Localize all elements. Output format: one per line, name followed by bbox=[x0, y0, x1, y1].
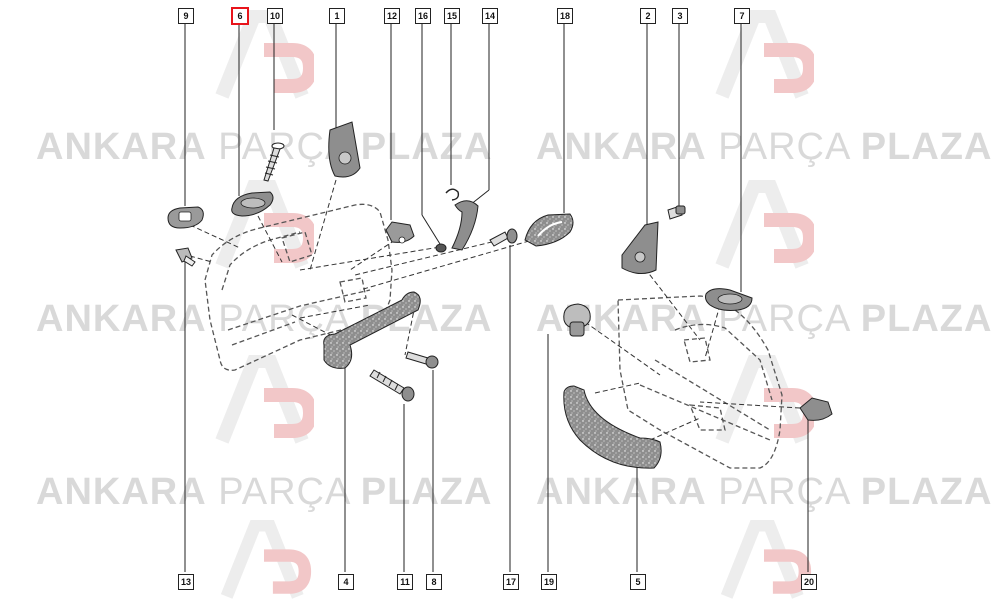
part-label-17: 17 bbox=[503, 574, 519, 590]
watermark-text: ANKARA PARÇA PLAZA bbox=[36, 471, 493, 513]
part-label-8: 8 bbox=[426, 574, 442, 590]
ap-logo-icon bbox=[720, 520, 812, 599]
watermark-text: ANKARA PARÇA PLAZA bbox=[536, 126, 993, 168]
ap-logo-icon bbox=[215, 355, 314, 444]
ap-logo-icon bbox=[715, 10, 814, 99]
ap-logo-icon bbox=[215, 180, 314, 269]
part-label-6-highlighted[interactable]: 6 bbox=[231, 7, 249, 25]
ap-logo-icon bbox=[220, 520, 312, 599]
part-label-9: 9 bbox=[178, 8, 194, 24]
watermark-text: ANKARA PARÇA PLAZA bbox=[36, 298, 493, 340]
part-label-11: 11 bbox=[397, 574, 413, 590]
part-label-2: 2 bbox=[640, 8, 656, 24]
watermark-text: ANKARA PARÇA PLAZA bbox=[36, 126, 493, 168]
part-label-14: 14 bbox=[482, 8, 498, 24]
ap-logo-icon bbox=[215, 10, 314, 99]
watermark-text: ANKARA PARÇA PLAZA bbox=[536, 471, 993, 513]
part-label-13: 13 bbox=[178, 574, 194, 590]
watermark-text: ANKARA PARÇA PLAZA bbox=[536, 298, 993, 340]
ap-logo-icon bbox=[715, 180, 814, 269]
part-label-1: 1 bbox=[329, 8, 345, 24]
part-label-15: 15 bbox=[444, 8, 460, 24]
part-label-3: 3 bbox=[672, 8, 688, 24]
part-label-4: 4 bbox=[338, 574, 354, 590]
part-label-5: 5 bbox=[630, 574, 646, 590]
part-label-18: 18 bbox=[557, 8, 573, 24]
part-label-19: 19 bbox=[541, 574, 557, 590]
part-label-12: 12 bbox=[384, 8, 400, 24]
part-label-10: 10 bbox=[267, 8, 283, 24]
part-label-20: 20 bbox=[801, 574, 817, 590]
part-label-7: 7 bbox=[734, 8, 750, 24]
part-label-16: 16 bbox=[415, 8, 431, 24]
